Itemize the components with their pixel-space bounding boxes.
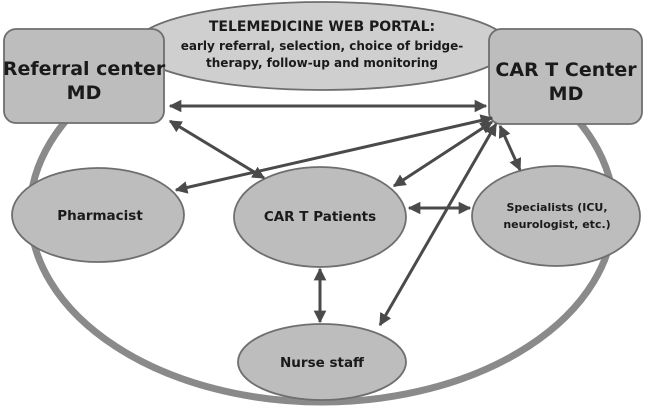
pharmacist-ellipse (11, 167, 185, 263)
nurse-ellipse (237, 323, 407, 401)
cart-center-label-1: CAR T Center (495, 59, 637, 81)
cart-center-label-2: MD (549, 83, 584, 105)
specialists-label-1: Specialists (ICU, (507, 201, 608, 214)
referral-center-box (3, 28, 165, 124)
arrow-nurse-cart (378, 122, 498, 327)
pharmacist-label: Pharmacist (57, 208, 143, 224)
portal-title: TELEMEDICINE WEB PORTAL: (209, 19, 435, 35)
referral-center-label-2: MD (67, 82, 102, 104)
nurse-label: Nurse staff (280, 355, 365, 371)
referral-center-label-1: Referral center (3, 58, 166, 80)
arrow-referral-patients (168, 119, 266, 180)
cart-center-box (488, 28, 643, 125)
portal-line-1: early referral, selection, choice of bri… (181, 39, 464, 53)
patients-label: CAR T Patients (264, 209, 376, 225)
specialists-label-2: neurologist, etc.) (503, 218, 610, 231)
specialists-ellipse (471, 165, 641, 267)
arrow-cart-specialists (498, 124, 522, 172)
portal-line-2: therapy, follow-up and monitoring (206, 56, 438, 70)
